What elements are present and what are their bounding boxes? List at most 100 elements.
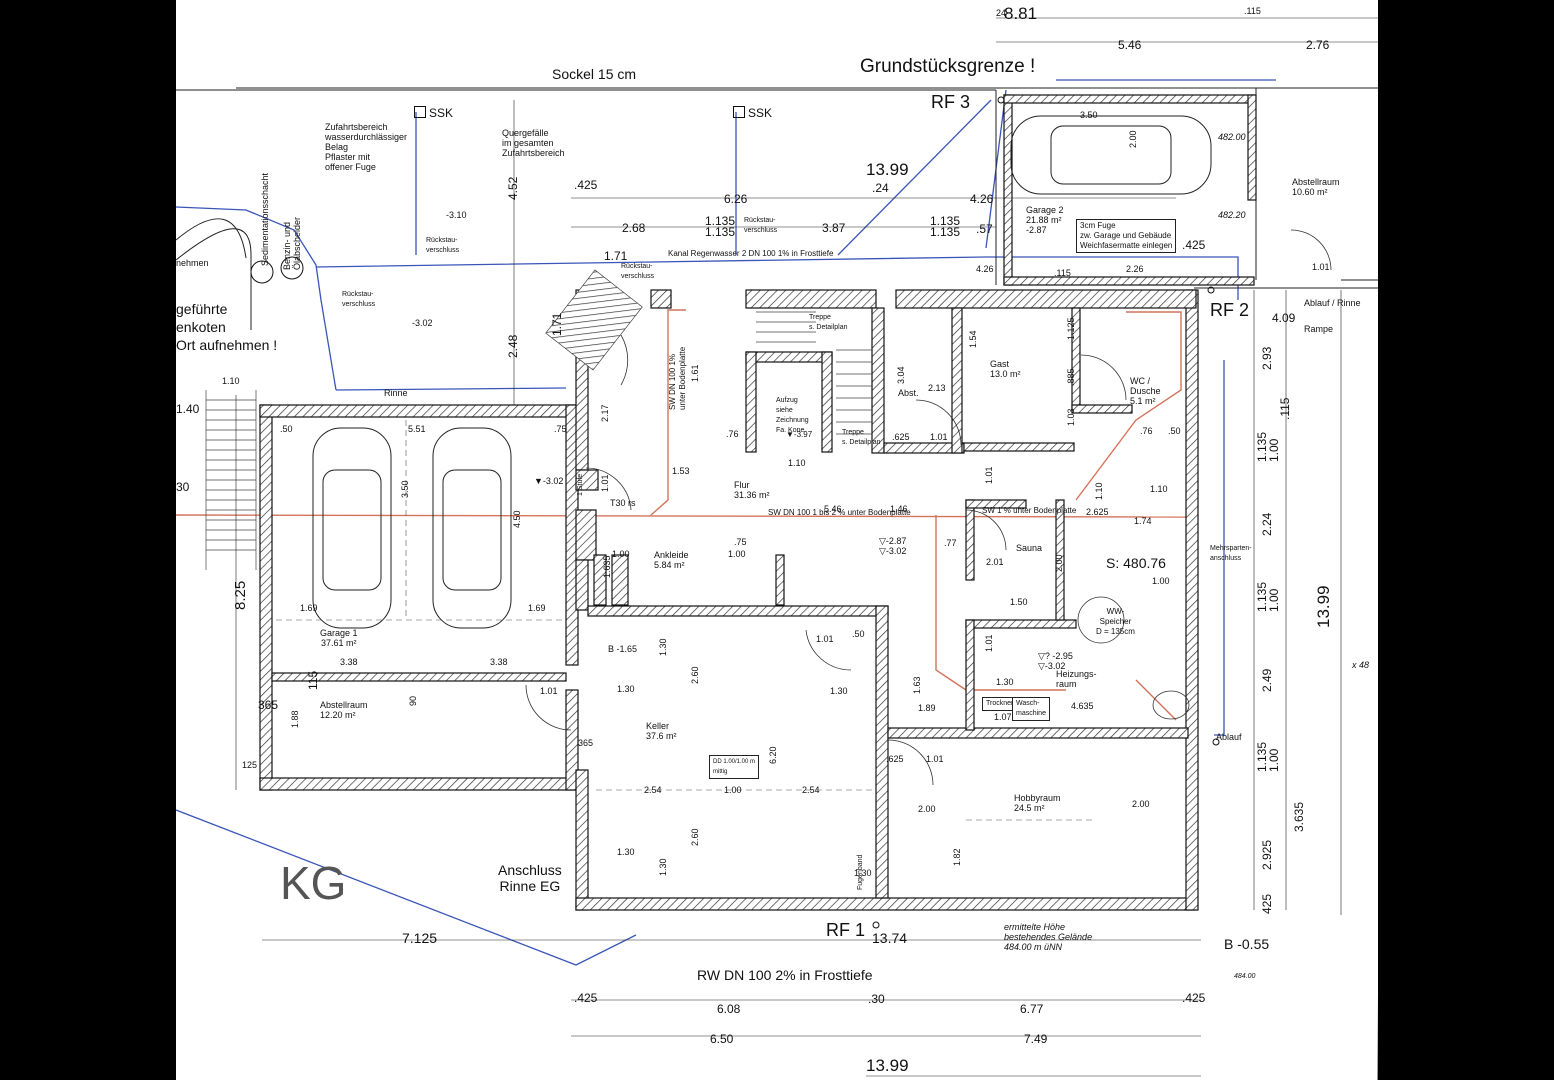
- rueckstau-3: Rückstau- verschluss: [744, 217, 778, 234]
- dim: 425: [1260, 893, 1274, 914]
- dim: .625: [886, 754, 904, 764]
- dim: 2.925: [1260, 839, 1274, 870]
- dim: 3.635: [1292, 801, 1306, 832]
- dim: 1.82: [952, 848, 962, 866]
- dim: 2.24: [1260, 512, 1274, 536]
- rueckstau-4: Rückstau- verschluss: [621, 263, 655, 280]
- dim: .425: [574, 991, 598, 1005]
- walls: [259, 94, 1257, 911]
- dim: 1.10: [788, 458, 806, 468]
- dim: 1.135 1.00: [1255, 431, 1281, 462]
- door-swings: [525, 229, 1332, 786]
- ssk-icon: [414, 106, 426, 118]
- dim-825: 8.25: [232, 580, 249, 610]
- room-flur: Flur 31.36 m²: [734, 480, 770, 500]
- sw-1-note: SW 1 % unter Bodenplatte: [982, 506, 1077, 515]
- dim: 1.30: [658, 858, 668, 876]
- dd-note: DD 1.00/1.00 m mittig: [709, 755, 760, 779]
- dim: 6.26: [724, 192, 748, 206]
- dim: 13.99: [1314, 585, 1333, 628]
- benzin-label: Benzin- und Ölabscheider: [282, 216, 302, 270]
- dim: 3.50: [400, 480, 410, 498]
- dim: 1.03: [1066, 408, 1076, 426]
- dim: 1.01: [984, 466, 994, 484]
- dim: .50: [852, 629, 865, 639]
- level-48220: 482.20: [1218, 210, 1246, 220]
- dim-24-top: 24: [996, 8, 1007, 18]
- dim: 1.63: [912, 676, 922, 694]
- dim: 2.625: [1086, 507, 1109, 517]
- level-302: -3.02: [412, 318, 433, 328]
- dim: 1.00: [1152, 576, 1170, 586]
- dim: 1.01: [930, 432, 948, 442]
- dim: 1.00: [728, 549, 746, 559]
- dim: 2.60: [690, 666, 700, 684]
- dim-total-top: 8.81: [1004, 4, 1038, 23]
- aufzug-note: Aufzug siehe Zeichnung Fa. Kone: [776, 397, 809, 434]
- room-heizung: Heizungs- raum: [1056, 669, 1097, 689]
- dim: 13.99: [866, 1056, 909, 1075]
- dim: .625: [892, 432, 910, 442]
- room-garage-1: Garage 1 37.61 m²: [320, 628, 358, 648]
- fuge-note: 3cm Fuge zw. Garage und Gebäude Weichfas…: [1076, 219, 1177, 253]
- dim: 1.61: [690, 364, 700, 382]
- dim: 4.26: [970, 192, 994, 206]
- dim: 4.09: [1272, 311, 1296, 325]
- b055-label: B -0.55: [1224, 936, 1270, 952]
- dim: 4.635: [1071, 701, 1094, 711]
- dim-546: 5.46: [1118, 38, 1142, 52]
- dim: .885: [1066, 368, 1076, 386]
- dim: 6.50: [710, 1032, 734, 1046]
- t30-label: T30 rs: [610, 498, 636, 508]
- floor-label: KG: [280, 857, 347, 909]
- dim: 1.53: [672, 466, 690, 476]
- dim: 1.635: [602, 555, 612, 578]
- dim: 6.77: [1020, 1002, 1044, 1016]
- dim: .50: [1168, 426, 1181, 436]
- room-wc: WC / Dusche 5.1 m²: [1130, 376, 1161, 406]
- dim: 1.07: [994, 712, 1012, 722]
- dim: .115: [1054, 268, 1071, 278]
- dim-171-vert: 1.71: [550, 312, 564, 336]
- dim: .115: [1278, 397, 1292, 420]
- level-48200: 482.00: [1218, 132, 1246, 142]
- sockel-label: Sockel 15 cm: [552, 66, 637, 82]
- dim: .24: [872, 181, 889, 195]
- dim: 1.10: [1094, 482, 1104, 500]
- room-abstell-2: Abstellraum 10.60 m²: [1292, 177, 1340, 197]
- s48076-label: S: 480.76: [1106, 555, 1166, 571]
- dim: 4.50: [512, 510, 522, 528]
- dim: 1.30: [617, 847, 635, 857]
- height-484: 484.00: [1234, 973, 1256, 980]
- dim: 7.125: [402, 930, 438, 946]
- dim: 365: [258, 698, 279, 712]
- dim: 1.50: [1010, 597, 1028, 607]
- dim: 115: [306, 670, 320, 690]
- ssk-label-2: SSK: [733, 106, 772, 120]
- ablauf-label: Ablauf: [1216, 732, 1242, 742]
- dim: 3.04: [896, 366, 906, 384]
- b165-label: B -1.65: [608, 644, 638, 654]
- dim: 1.89: [918, 703, 936, 713]
- sw-vert-note: SW DN 100 1% unter Bodenplatte: [668, 346, 687, 410]
- ablauf-rinne-label: Ablauf / Rinne: [1304, 298, 1361, 308]
- dim: .50: [280, 424, 293, 434]
- axis-lines: [276, 420, 1096, 821]
- dim: 2.00: [918, 804, 936, 814]
- dim: 1.01: [1312, 262, 1330, 272]
- dim: .76: [1140, 426, 1153, 436]
- nehmen-label: nehmen: [176, 258, 209, 268]
- dim: 6.20: [768, 746, 778, 764]
- dim: 1.01: [926, 754, 944, 764]
- dim: 1.01: [984, 634, 994, 652]
- floor-plan: [176, 17, 1378, 1080]
- dim: 2.26: [1126, 264, 1144, 274]
- dim-452: 4.52: [506, 176, 520, 200]
- ermittelt-note: ermittelte Höhe bestehendes Gelände 484.…: [1004, 922, 1093, 952]
- dim: 6.08: [717, 1002, 741, 1016]
- rueckstau-2: Rückstau- verschluss: [342, 291, 376, 308]
- dim: 4.26: [976, 264, 994, 274]
- dim-140: 1.40: [176, 402, 200, 416]
- room-garage-2: Garage 2 21.88 m² -2.87: [1026, 205, 1064, 235]
- sw-100-note: SW DN 100 1 bis 2 % unter Bodenplatte: [768, 508, 911, 517]
